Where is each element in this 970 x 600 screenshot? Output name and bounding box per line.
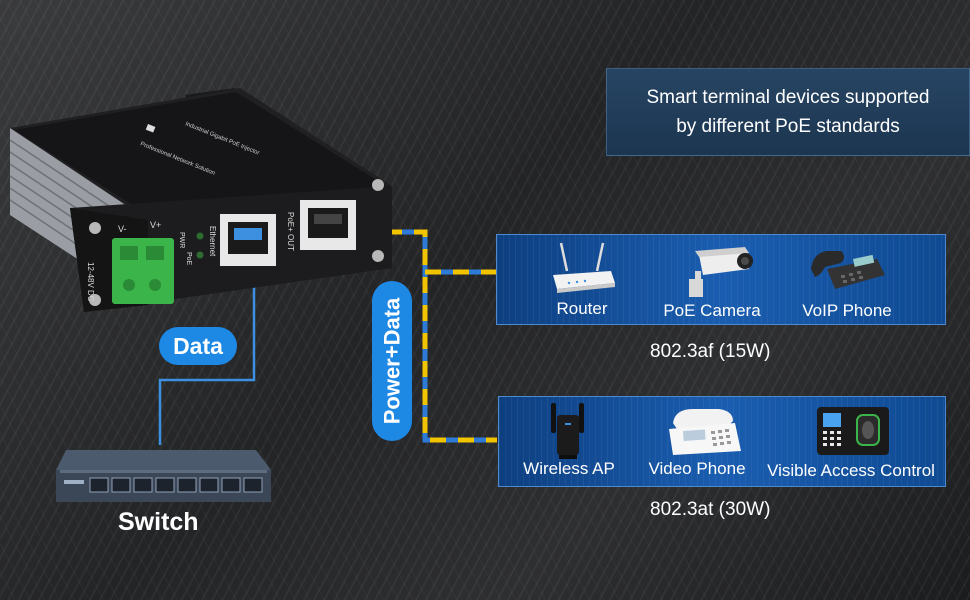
poe-injector: Professional Network Solution Industrial… (9, 88, 392, 312)
switch-logo-icon (64, 480, 84, 484)
info-box: Smart terminal devices supported by diff… (606, 68, 970, 156)
svg-text:V+: V+ (150, 220, 161, 230)
svg-text:PoE+ OUT: PoE+ OUT (286, 212, 295, 251)
access-control-icon (817, 407, 889, 455)
device-label-router: Router (556, 299, 608, 318)
data-cable (158, 250, 256, 445)
standard-label-af: 802.3af (15W) (650, 341, 771, 362)
svg-text:V-: V- (118, 224, 127, 234)
svg-text:PWR: PWR (178, 232, 185, 248)
brand-logo-icon (145, 124, 156, 133)
video-phone-icon (669, 409, 741, 455)
device-label-access-control: Visible Access Control (767, 461, 935, 480)
data-label-pill: Data (159, 327, 237, 365)
switch-label: Switch (118, 508, 199, 536)
power-data-label-pill: Power+Data (372, 281, 412, 441)
device-panel-af: Router PoE Camera VoIP Phone (496, 234, 946, 325)
power-terminal-block (112, 238, 174, 304)
svg-text:PoE: PoE (185, 252, 192, 266)
power-data-label: Power+Data (379, 297, 404, 425)
device-label-voip-phone: VoIP Phone (802, 301, 892, 320)
wireless-ap-icon (551, 403, 584, 459)
standard-label-at: 802.3at (30W) (650, 499, 771, 520)
device-label-video-phone: Video Phone (648, 459, 746, 478)
ethernet-port-in (220, 214, 276, 266)
voip-phone-icon (811, 251, 885, 289)
poe-out-port (300, 200, 356, 250)
device-panel-at: Wireless AP Video Phone Visible Access C… (498, 396, 946, 487)
network-switch (56, 450, 271, 502)
device-label-poe-camera: PoE Camera (663, 301, 761, 320)
svg-text:12-48V DC: 12-48V DC (86, 262, 95, 302)
svg-text:Ethernet: Ethernet (208, 226, 217, 257)
info-line-2: by different PoE standards (676, 116, 900, 137)
router-icon (553, 242, 615, 293)
camera-icon (689, 247, 753, 297)
info-line-1: Smart terminal devices supported (646, 87, 930, 108)
device-label-wireless-ap: Wireless AP (523, 459, 615, 478)
